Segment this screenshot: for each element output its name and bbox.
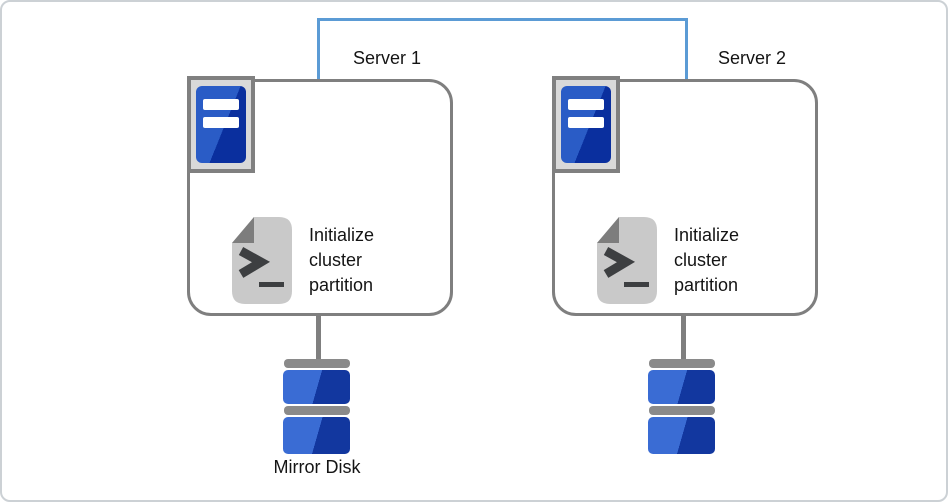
step-caption: Initialize cluster partition [674,225,740,295]
server-tower-slot [203,99,239,110]
server-2-group: Server 2 Initialize cluster partition [552,2,820,500]
disk-platter-icon [283,417,350,454]
server-interconnect-link [317,18,688,82]
disk-platter-icon [648,417,715,454]
disk-platter-icon [648,370,715,404]
server-tower-icon [561,86,611,163]
prompt-underscore-icon [624,282,649,287]
server-icon-frame [187,76,255,173]
prompt-chevron-icon [238,247,271,278]
disk-connector-line [316,316,321,360]
prompt-underscore-icon [259,282,284,287]
prompt-chevron-icon [603,247,636,278]
server-1-group: Server 1 Initialize cluster partition Mi… [187,2,455,500]
server-tower-icon [196,86,246,163]
server-icon-frame [552,76,620,173]
disk-platter-icon [283,370,350,404]
script-terminal-icon [597,217,657,304]
server-1-label: Server 1 [352,48,422,68]
disk-separator [649,406,715,415]
step-caption: Initialize cluster partition [309,225,375,295]
server-tower-slot [568,99,604,110]
disk-separator [649,359,715,368]
server-tower-slot [203,117,239,128]
disk-connector-line [681,316,686,360]
script-terminal-icon [232,217,292,304]
mirror-disk-label: Mirror Disk [273,457,361,477]
server-2-label: Server 2 [717,48,787,68]
disk-separator [284,406,350,415]
server-tower-slot [568,117,604,128]
disk-separator [284,359,350,368]
